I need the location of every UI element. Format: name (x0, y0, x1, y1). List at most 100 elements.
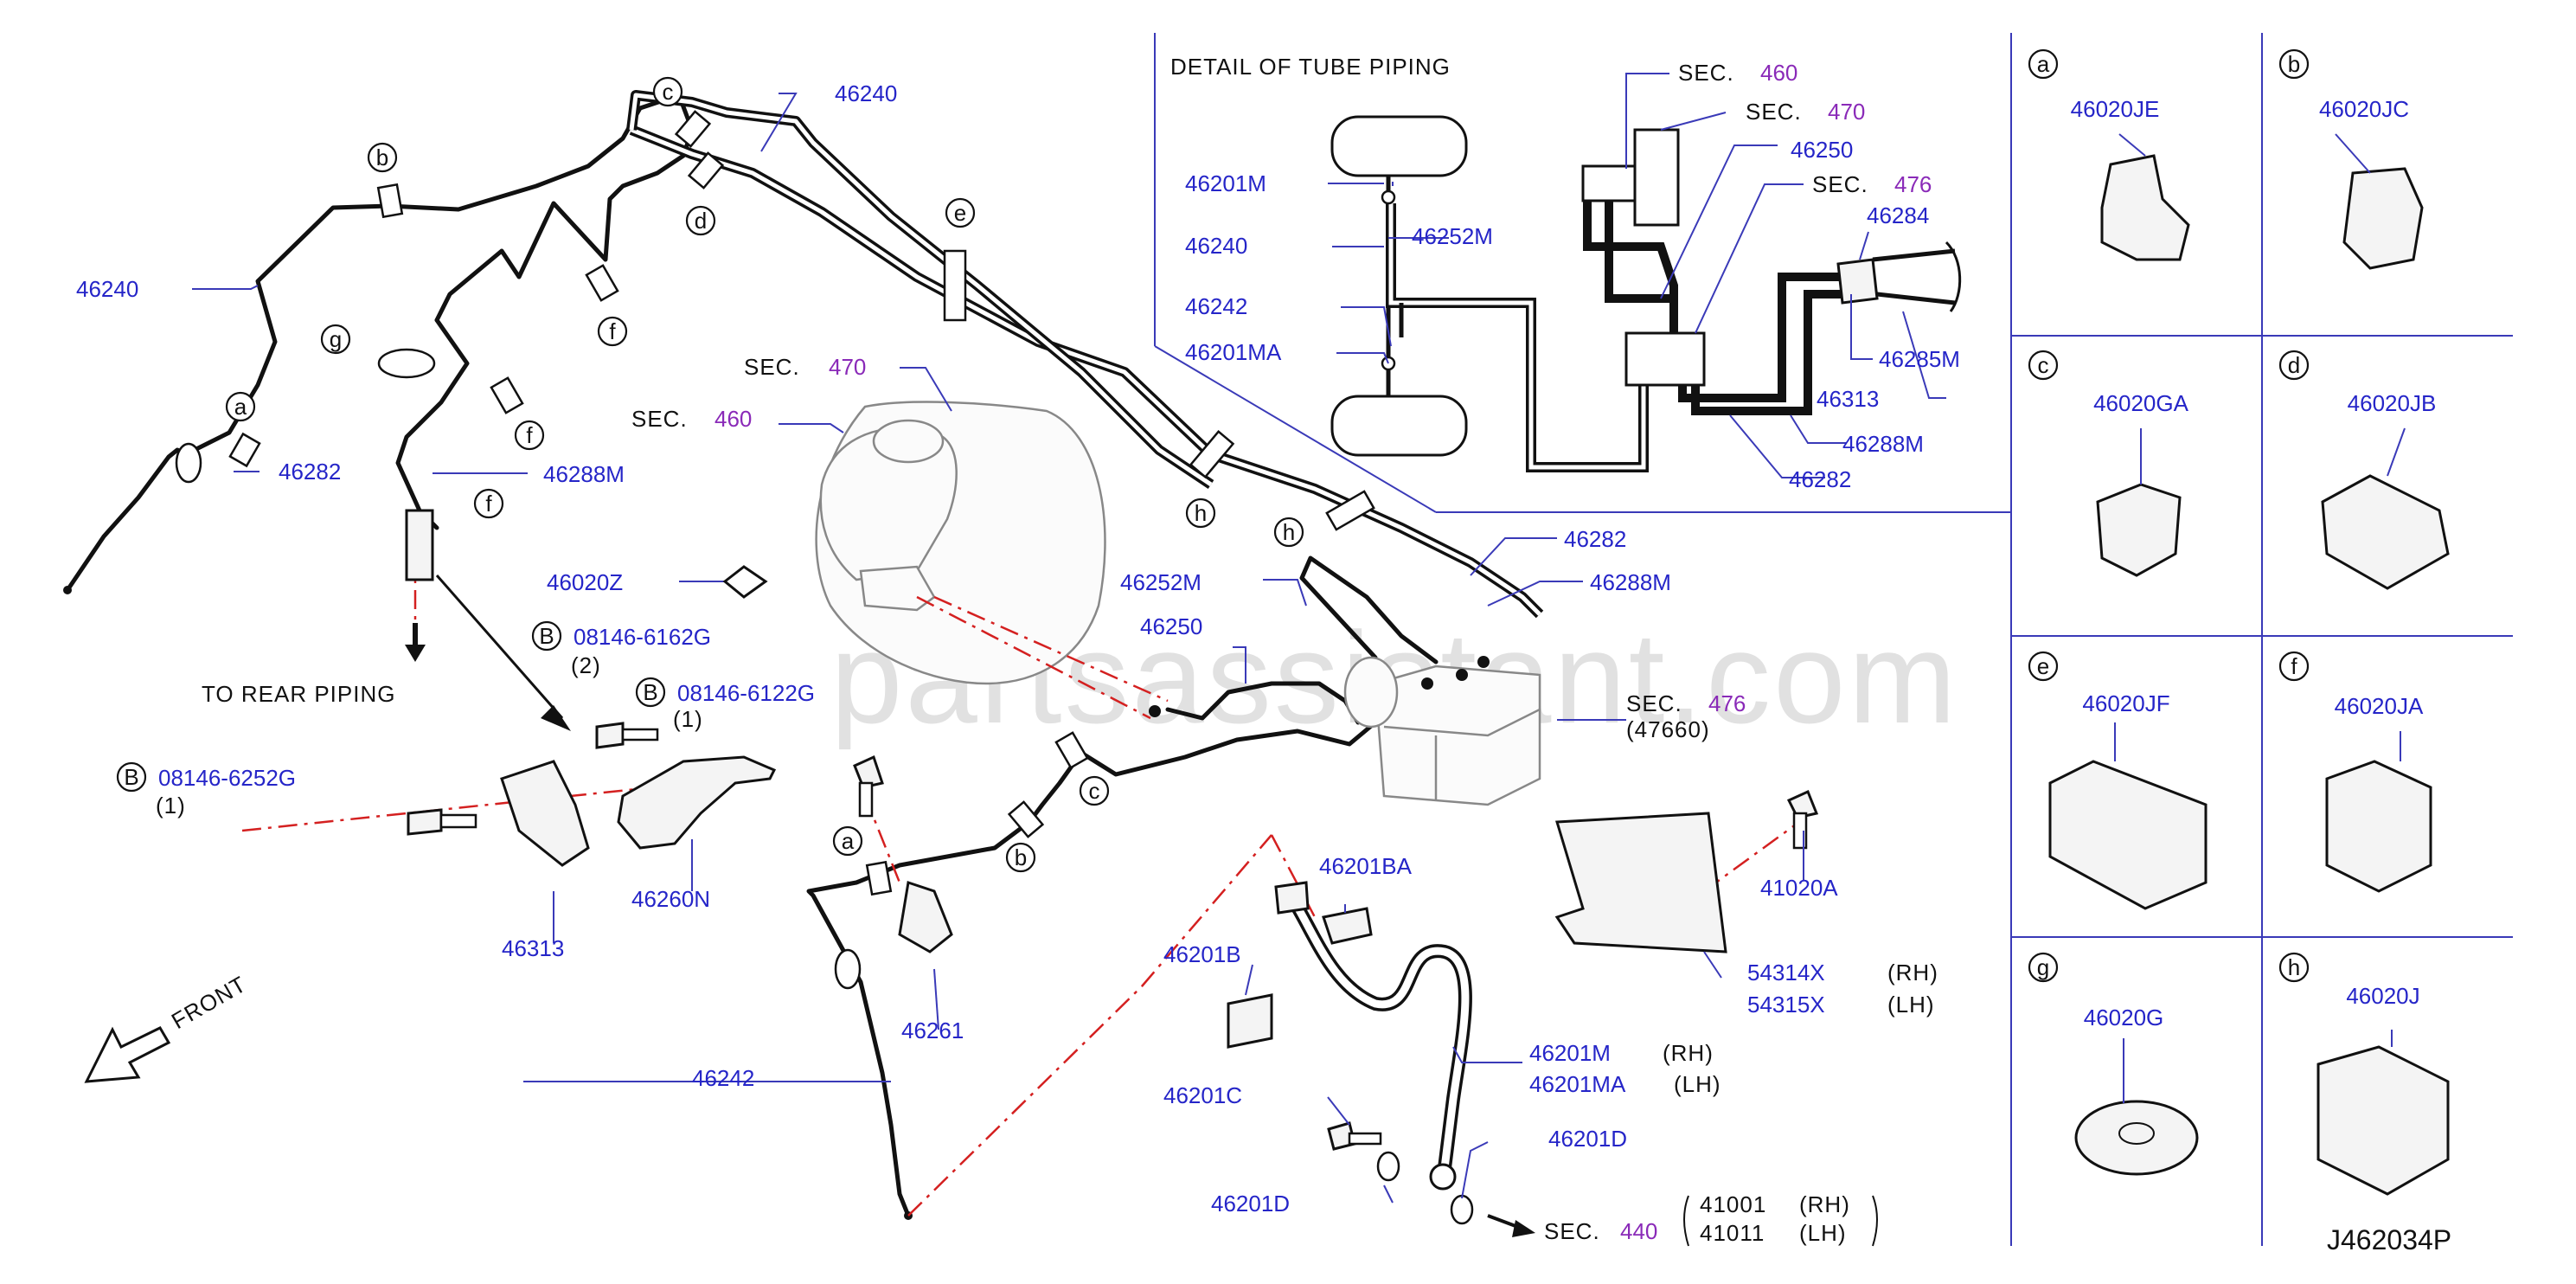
svg-text:f: f (2291, 653, 2297, 679)
svg-text:c: c (2038, 352, 2049, 378)
label-46201MA: 46201MA (1529, 1071, 1626, 1097)
svg-text:g: g (2037, 954, 2049, 980)
svg-text:476: 476 (1894, 171, 1932, 197)
label-41020A: 41020A (1760, 875, 1838, 901)
label-46201C: 46201C (1163, 1082, 1242, 1108)
svg-text:SEC.: SEC. (1746, 99, 1802, 125)
front-label: FRONT (167, 971, 251, 1034)
label-41001: 41001 (1700, 1191, 1766, 1217)
brake-hose (1227, 812, 1727, 1225)
detail-labels: DETAIL OF TUBE PIPING 46201M 46240 46252… (1170, 54, 1960, 492)
callout-g: g (320, 324, 351, 355)
svg-text:a: a (842, 828, 855, 854)
to-rear-piping-label: TO REAR PIPING (202, 681, 395, 707)
clip-panel-f: f 46020JA (2278, 651, 2424, 719)
svg-text:46252M: 46252M (1412, 223, 1493, 249)
detail-title: DETAIL OF TUBE PIPING (1170, 54, 1451, 80)
svg-text:46020JE: 46020JE (2071, 96, 2160, 122)
clip-panel-g: g 46020G (2028, 952, 2164, 1030)
diamond-clip-icon (722, 565, 768, 599)
svg-text:h: h (1195, 500, 1207, 526)
svg-text:b: b (1015, 844, 1027, 870)
svg-text:(2): (2) (571, 652, 601, 678)
label-54315X: 54315X (1747, 992, 1825, 1018)
svg-text:SEC.: SEC. (631, 406, 688, 432)
callout-c-top: c (652, 76, 683, 107)
svg-text:(1): (1) (156, 793, 186, 819)
svg-text:476: 476 (1708, 690, 1746, 716)
svg-text:440: 440 (1620, 1218, 1657, 1244)
svg-text:B: B (124, 764, 138, 790)
label-41011: 41011 (1700, 1220, 1765, 1246)
label-46282-left: 46282 (279, 459, 341, 485)
label-46313: 46313 (502, 935, 564, 961)
svg-text:b: b (2288, 51, 2300, 77)
label-47660: (47660) (1626, 716, 1710, 742)
svg-text:d: d (2288, 352, 2300, 378)
svg-text:46242: 46242 (1185, 293, 1247, 319)
svg-text:46285M: 46285M (1879, 346, 1960, 372)
callout-a-left: a (225, 391, 256, 422)
svg-text:c: c (663, 79, 674, 105)
callout-f-top: f (597, 316, 628, 347)
svg-text:b: b (376, 144, 388, 170)
callout-circles: a b c d f f f g e h h c b a (225, 76, 1304, 873)
svg-text:46020G: 46020G (2084, 1005, 2164, 1030)
svg-text:SEC.: SEC. (1544, 1218, 1600, 1244)
abs-actuator (1343, 656, 1541, 806)
callout-b-top: b (367, 142, 398, 173)
svg-text:46250: 46250 (1791, 137, 1853, 163)
clip-icons (2048, 154, 2450, 1196)
svg-text:46020JA: 46020JA (2335, 693, 2424, 719)
part-labels: 46240 46240 46282 46288M 46020Z 46252M 4… (76, 80, 1938, 1247)
svg-text:f: f (609, 318, 616, 344)
label-46252M: 46252M (1120, 569, 1201, 595)
svg-text:h: h (1283, 519, 1295, 545)
svg-text:08146-6122G: 08146-6122G (677, 680, 815, 706)
label-46288M-left: 46288M (543, 461, 625, 487)
svg-text:SEC.: SEC. (1626, 690, 1682, 716)
svg-text:46313: 46313 (1817, 386, 1879, 412)
callout-h-1: h (1185, 498, 1216, 529)
panel-borders (1154, 33, 2513, 1246)
svg-text:f: f (485, 491, 492, 517)
callout-f-mid: f (514, 420, 545, 451)
tube-clips (175, 110, 1375, 990)
front-arrow (84, 575, 1535, 1237)
svg-text:e: e (954, 200, 966, 226)
callout-c-low: c (1079, 775, 1110, 806)
label-41011-lh: (LH) (1799, 1220, 1847, 1246)
label-46201D-right: 46201D (1548, 1126, 1627, 1152)
svg-text:d: d (695, 208, 707, 234)
label-46201BA: 46201BA (1319, 853, 1413, 879)
clip-panel-a: a 46020JE (2028, 48, 2160, 122)
svg-text:c: c (1089, 778, 1100, 804)
svg-text:46020GA: 46020GA (2093, 390, 2189, 416)
svg-text:B: B (643, 679, 657, 705)
svg-text:46020JB: 46020JB (2348, 390, 2437, 416)
callout-b-low: b (1005, 842, 1036, 873)
callout-d-top: d (685, 205, 716, 236)
drawing-number: J462034P (2327, 1224, 2451, 1255)
svg-text:g: g (330, 326, 342, 352)
label-46250: 46250 (1140, 613, 1202, 639)
svg-text:46240: 46240 (1185, 233, 1247, 259)
callout-h-2: h (1273, 517, 1304, 548)
label-46240-left: 46240 (76, 276, 138, 302)
svg-text:a: a (2037, 51, 2050, 77)
label-46201D-low: 46201D (1211, 1191, 1290, 1217)
label-54315X-lh: (LH) (1887, 992, 1935, 1018)
svg-text:46288M: 46288M (1842, 431, 1924, 457)
svg-text:460: 460 (1760, 60, 1797, 86)
svg-text:B: B (539, 623, 554, 649)
label-46201M-rh: (RH) (1663, 1040, 1714, 1066)
label-54314X-rh: (RH) (1887, 960, 1938, 985)
svg-text:a: a (234, 394, 247, 420)
